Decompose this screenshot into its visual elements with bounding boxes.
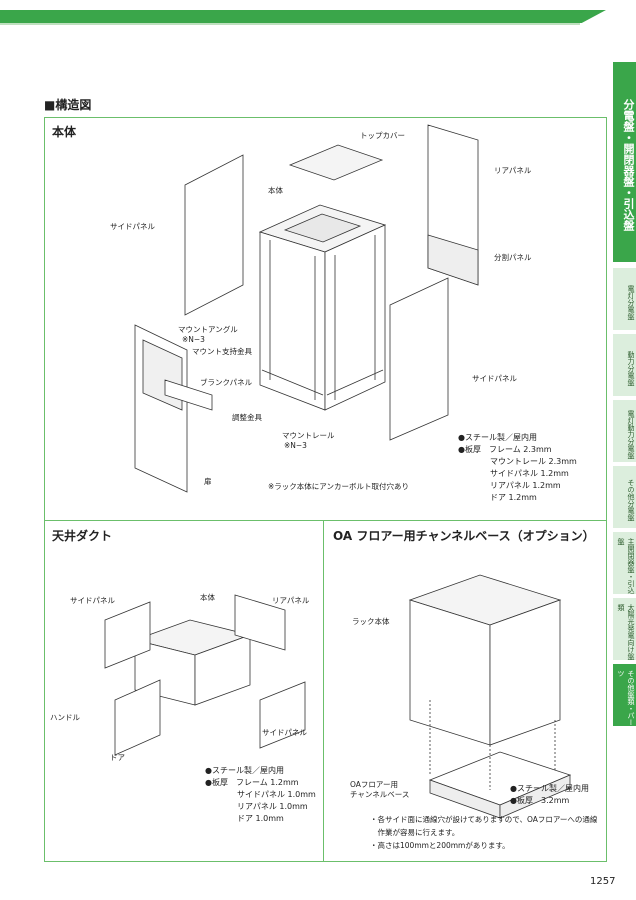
side-panel-drawing	[389, 277, 449, 441]
header-rule	[0, 23, 580, 25]
duct-drawing	[104, 594, 306, 756]
label-mount-rail: マウントレール	[282, 431, 335, 440]
heading-main-body: 本体	[52, 125, 77, 139]
divider	[323, 520, 324, 862]
label-blank-panel: ブランクパネル	[200, 378, 253, 387]
spec-duct: ●スチール製／屋内用 ●板厚 フレーム 1.2mm サイドパネル 1.0mm リ…	[205, 766, 316, 823]
tab-power[interactable]: 動力分電盤	[613, 334, 636, 396]
label-mount-angle-note: ※N−3	[182, 335, 205, 344]
label-rack: ラック本体	[352, 617, 390, 626]
label-duct-rear-panel: リアパネル	[272, 596, 310, 605]
header-band	[0, 10, 606, 23]
divider	[44, 520, 607, 521]
label-duct-side-panel-right: サイドパネル	[262, 728, 307, 737]
label-body: 本体	[268, 186, 283, 195]
heading-oa-base: OA フロアー用チャンネルベース（オプション）	[333, 529, 595, 543]
label-mount-bracket: マウント支持金具	[192, 347, 252, 356]
label-adjust-bracket: 調整金具	[232, 413, 262, 422]
heading-ceiling-duct: 天井ダクト	[52, 529, 113, 543]
rack-drawing	[258, 204, 387, 411]
page-number: 1257	[590, 876, 616, 887]
label-mount-rail-note: ※N−3	[284, 441, 307, 450]
label-channel-base: OAフロアー用 チャンネルベース	[350, 780, 410, 799]
label-duct-body: 本体	[200, 593, 215, 602]
blank-panel-drawing	[164, 379, 213, 411]
tab-other-distribution[interactable]: その他分電盤	[613, 466, 636, 528]
spec-main-body: ●スチール製／屋内用 ●板厚 フレーム 2.3mm マウントレール 2.3mm …	[458, 433, 577, 502]
label-duct-handle: ハンドル	[50, 713, 80, 722]
oa-notes: ・各サイド面に通線穴が設けてありますので、OAフロアーへの通線 作業が容易に行え…	[370, 815, 598, 850]
label-top-cover: トップカバー	[360, 131, 405, 140]
label-mount-angle: マウントアングル	[178, 325, 238, 334]
tab-other-parts[interactable]: その他盤類・パーツ	[613, 664, 636, 726]
top-cover-drawing	[288, 144, 384, 181]
label-duct-door: ドア	[110, 753, 125, 762]
tab-switch-board[interactable]: 主開閉器盤・引込盤	[613, 532, 636, 594]
label-side-panel-right: サイドパネル	[472, 374, 517, 383]
label-rear-panel: リアパネル	[494, 166, 532, 175]
oa-base-drawing	[408, 574, 572, 819]
diagram-frame	[44, 117, 607, 862]
tab-lighting-power[interactable]: 電灯動力分電盤	[613, 400, 636, 462]
label-divider-panel: 分割パネル	[494, 253, 532, 262]
label-duct-side-panel: サイドパネル	[70, 596, 115, 605]
anchor-note: ※ラック本体にアンカーボルト取付穴あり	[268, 482, 409, 491]
tab-main-category[interactable]: 分電盤・開閉器盤・引込盤	[613, 62, 636, 262]
spec-oa-base: ●スチール製／屋内用 ●板厚 3.2mm	[510, 784, 589, 805]
label-side-panel: サイドパネル	[110, 222, 155, 231]
tab-lighting[interactable]: 電灯分電盤	[613, 268, 636, 330]
side-panel-drawing	[184, 154, 244, 316]
section-title: ■構造図	[44, 98, 92, 112]
label-door: 扉	[204, 477, 212, 486]
tab-solar[interactable]: 太陽光発電向け盤類	[613, 598, 636, 660]
